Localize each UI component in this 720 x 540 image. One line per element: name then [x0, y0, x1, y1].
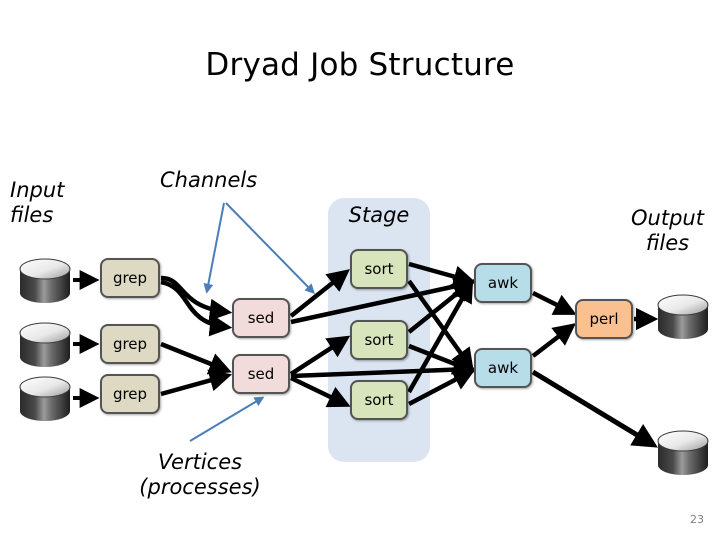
node-label: grep: [112, 385, 148, 403]
label-channels: Channels: [160, 168, 258, 192]
input-file-cylinder-3: [19, 376, 71, 421]
node-sed-1[interactable]: sed: [232, 298, 290, 338]
page-title: Dryad Job Structure: [205, 47, 515, 83]
node-label: sort: [364, 391, 394, 409]
node-sort-3[interactable]: sort: [350, 380, 408, 420]
node-label: sed: [247, 309, 275, 327]
node-sort-2[interactable]: sort: [350, 320, 408, 360]
grep-to-sed-edges: [160, 275, 233, 397]
node-sort-1[interactable]: sort: [350, 249, 408, 289]
output-file-cylinder-1: [657, 294, 709, 339]
node-awk-1[interactable]: awk: [474, 263, 532, 303]
node-perl-1[interactable]: perl: [575, 299, 633, 339]
label-stage: Stage: [348, 203, 410, 227]
node-grep-3[interactable]: grep: [100, 374, 160, 414]
node-label: grep: [112, 335, 148, 353]
label-input-files: Input files: [10, 178, 65, 227]
output-file-cylinder-2: [657, 430, 709, 475]
node-label: grep: [112, 269, 148, 287]
node-label: sort: [364, 331, 394, 349]
node-label: sort: [364, 260, 394, 278]
label-vertices: Vertices (processes): [139, 450, 261, 499]
awk-to-output-edge: [531, 369, 658, 448]
node-grep-1[interactable]: grep: [100, 258, 160, 298]
node-label: awk: [487, 274, 519, 292]
node-label: sed: [247, 365, 275, 383]
page-number: 23: [690, 513, 704, 526]
node-awk-2[interactable]: awk: [474, 348, 532, 388]
label-output-files: Output files: [631, 206, 704, 255]
input-file-cylinder-2: [19, 322, 71, 367]
awk-to-perl-edges: [531, 290, 577, 358]
node-label: awk: [487, 359, 519, 377]
input-edges: [73, 270, 100, 408]
node-grep-2[interactable]: grep: [100, 324, 160, 364]
node-label: perl: [589, 310, 619, 328]
input-file-cylinder-1: [19, 258, 71, 303]
node-sed-2[interactable]: sed: [232, 354, 290, 394]
